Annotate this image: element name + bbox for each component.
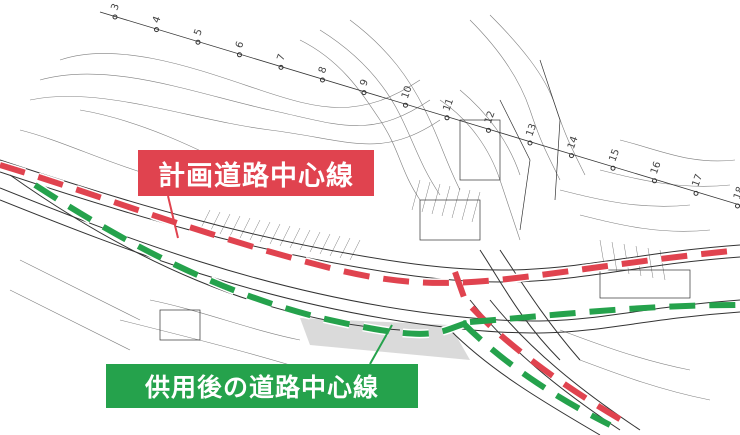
planned-centerline-label: 計画道路中心線 (138, 150, 374, 196)
station-tick (154, 27, 159, 33)
station-tick (112, 14, 118, 20)
planned-centerline-branch (452, 270, 632, 428)
post-opening-centerline (32, 181, 472, 339)
station-line (99, 11, 740, 206)
station-label: 17 (690, 173, 705, 189)
station-tick (237, 52, 242, 58)
station-labels: 3 4 5 6 7 8 9 10 11 12 13 14 15 16 17 18 (109, 2, 740, 209)
station-tick (652, 178, 657, 184)
station-label: 9 (358, 78, 371, 88)
post-opening-centerline-label: 供用後の道路中心線 (106, 364, 418, 408)
station-tick (195, 39, 201, 45)
station-label: 18 (732, 185, 740, 201)
post-opening-centerline-main (469, 302, 740, 325)
station-label: 12 (483, 110, 498, 126)
station-label: 13 (524, 122, 539, 138)
station-tick (403, 102, 408, 108)
station-tick (610, 165, 616, 171)
station-label: 8 (317, 65, 330, 75)
station-tick (527, 140, 533, 146)
station-label: 4 (151, 15, 164, 25)
station-label: 6 (234, 40, 247, 50)
station-tick (361, 90, 367, 96)
station-label: 14 (566, 135, 581, 151)
station-tick (486, 127, 491, 133)
structure-details (159, 59, 691, 341)
station-tick (693, 190, 699, 196)
station-label: 15 (607, 147, 622, 163)
red-leader-line (167, 195, 179, 239)
station-label: 11 (441, 97, 456, 113)
post-opening-centerline-branch (459, 319, 612, 428)
green-leader-line (369, 324, 393, 365)
station-label: 5 (192, 27, 205, 37)
station-label: 7 (275, 53, 288, 63)
station-label: 16 (649, 160, 664, 176)
station-tick (278, 64, 284, 70)
station-tick (444, 115, 450, 121)
post-opening-centerline-dashes (33, 182, 471, 337)
station-tick (320, 77, 325, 83)
station-label: 3 (109, 2, 122, 12)
station-label: 10 (400, 84, 415, 100)
station-tick (569, 153, 574, 159)
